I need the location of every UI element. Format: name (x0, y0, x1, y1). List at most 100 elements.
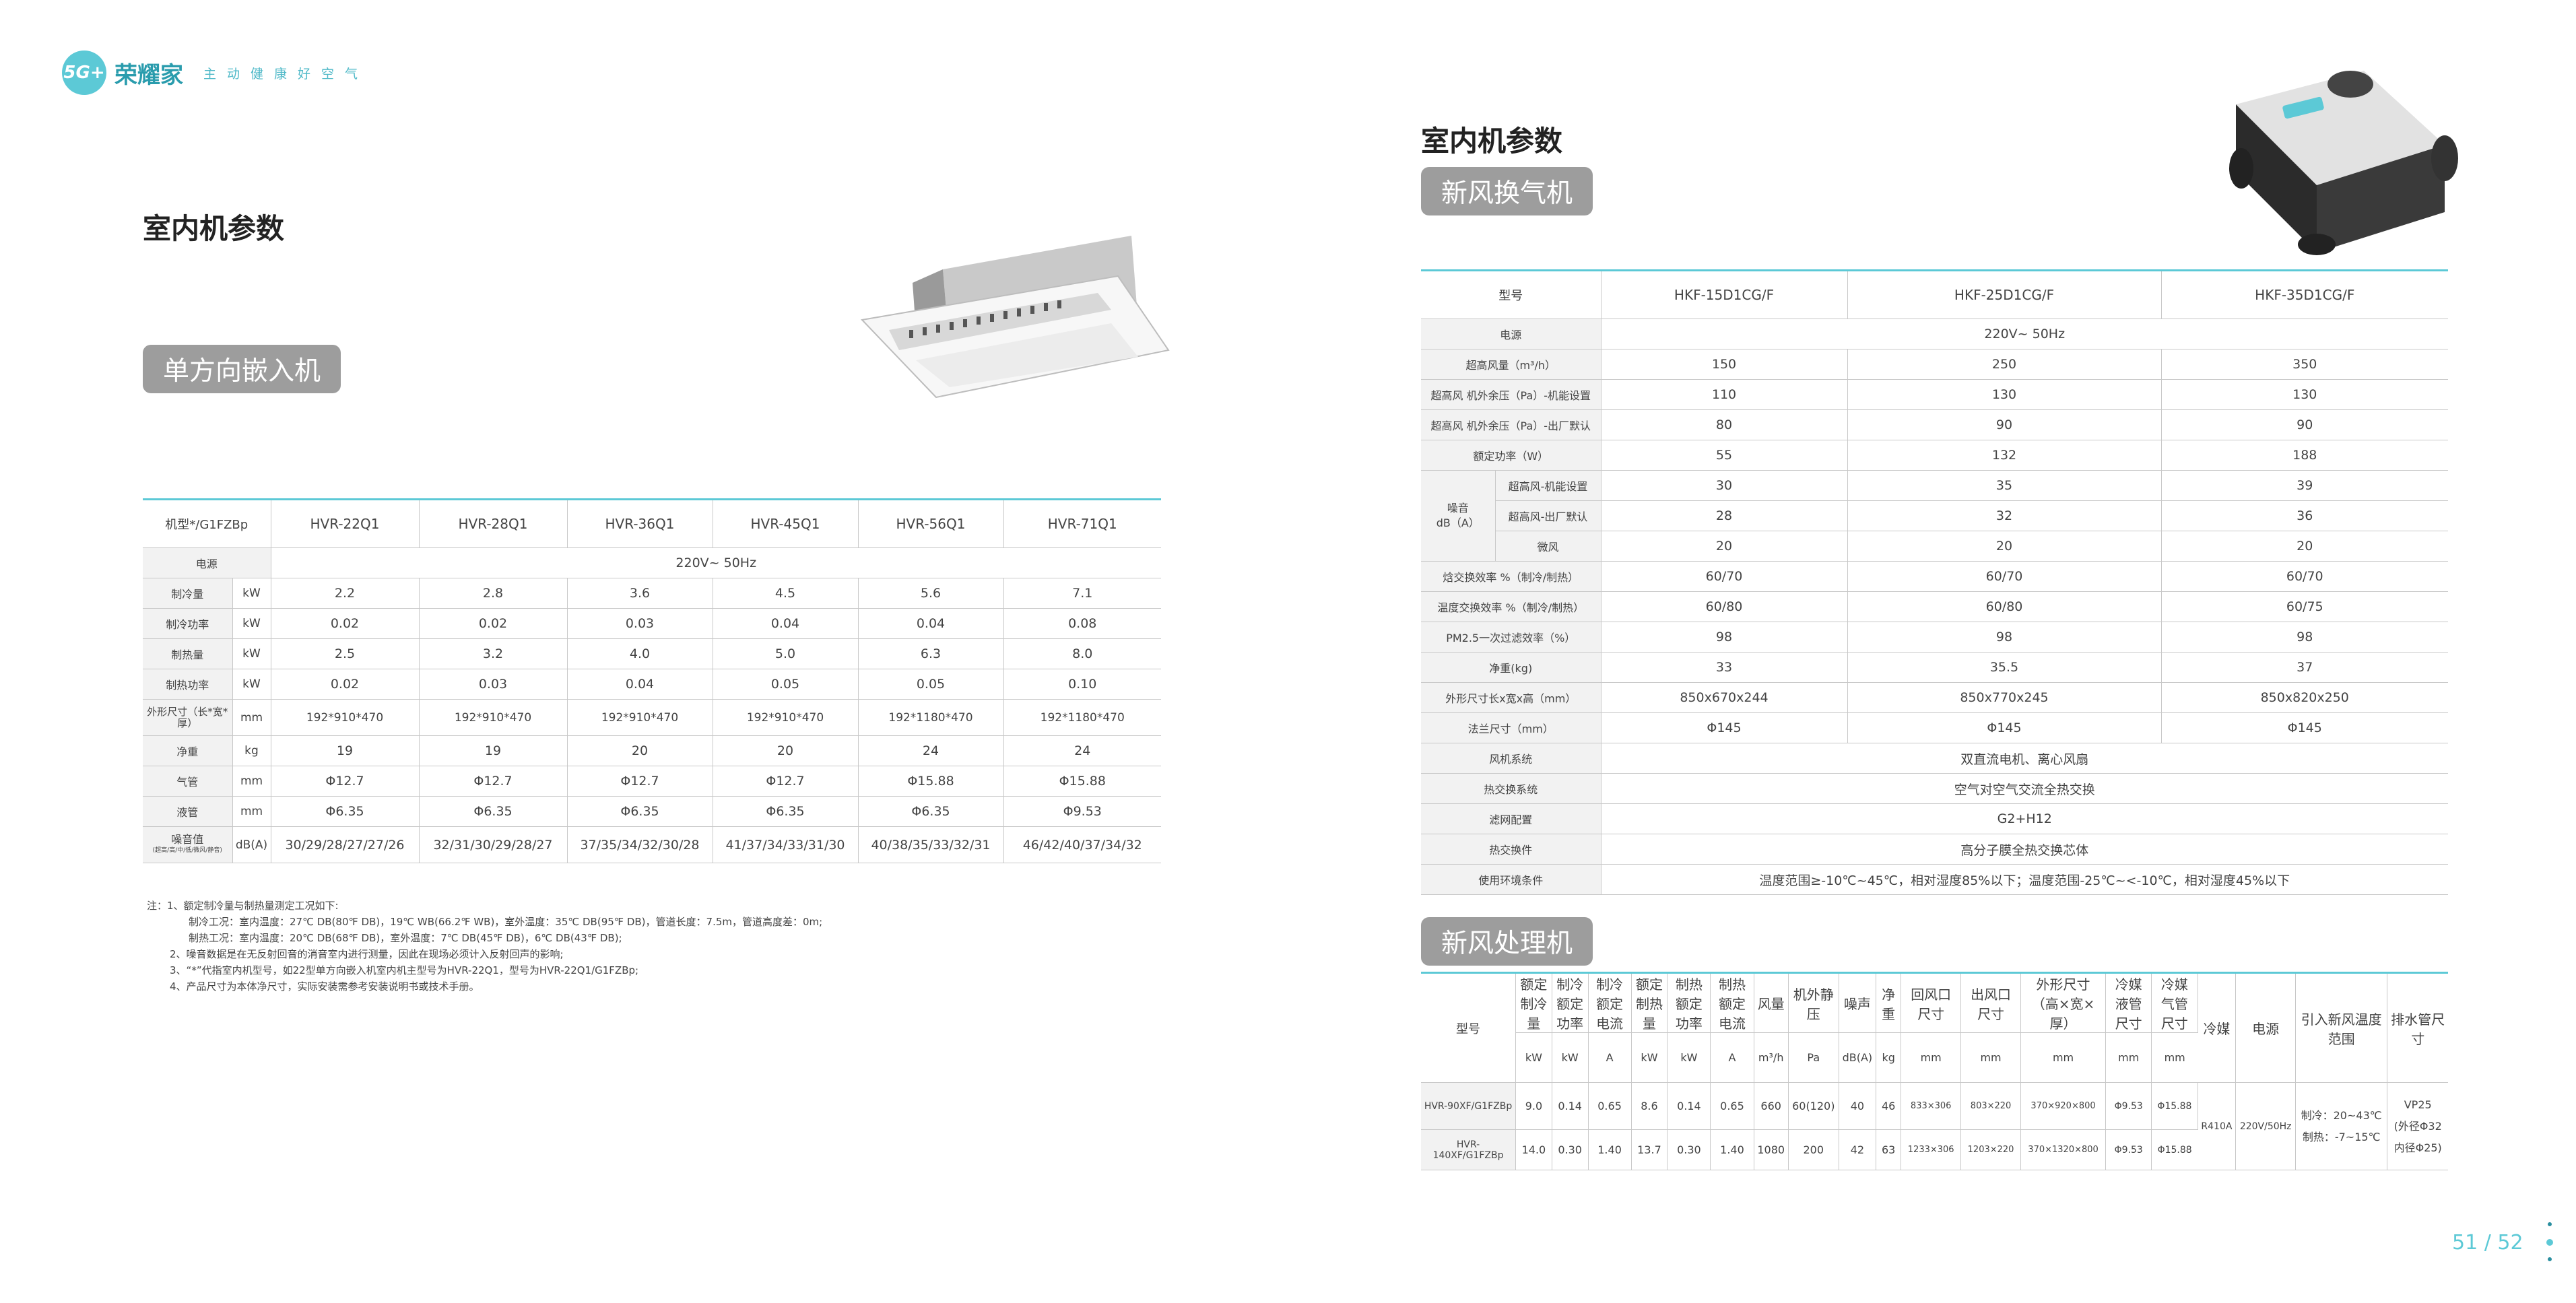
cell: 98 (2161, 622, 2448, 653)
header-cell: 制冷额定电流 (1588, 972, 1632, 1033)
header-cell: HVR-36Q1 (567, 498, 713, 548)
cell: Φ15.88 (2151, 1129, 2198, 1170)
header-cell: 冷媒液管尺寸 (2105, 972, 2152, 1033)
cell: 0.14 (1552, 1082, 1589, 1130)
model-cell: HVR-90XF/G1FZBp (1421, 1082, 1517, 1130)
header-cell: 冷媒气管尺寸 (2151, 972, 2198, 1033)
temp-heat: 制热：-7~15℃ (2302, 1130, 2381, 1143)
cell: 0.08 (1003, 608, 1161, 639)
brand-logo: 5G+ 荣耀家 主动健康好空气 (62, 51, 368, 95)
unit-cell: kW (1631, 1032, 1668, 1083)
cell: 1233×306 (1901, 1129, 1962, 1170)
header-cell: 外形尺寸（高×宽×厚） (2020, 972, 2107, 1033)
table-row: 噪音值 (超高/高/中/低/微风/静音) dB(A) 30/29/28/27/2… (143, 826, 1161, 863)
unit-cell: m³/h (1754, 1032, 1789, 1083)
cell: 350 (2161, 349, 2448, 380)
cell: 200 (1788, 1129, 1839, 1170)
cell: 3.6 (567, 578, 713, 609)
cell: 20 (1601, 531, 1848, 562)
cell: 33 (1601, 652, 1848, 683)
cell: G2+H12 (1601, 803, 2448, 834)
cell: Φ12.7 (271, 766, 420, 797)
table-row: HVR-140XF/G1FZBp 14.0 0.30 1.40 13.7 0.3… (1421, 1129, 2448, 1170)
drain-line: (外径Φ32 (2393, 1119, 2442, 1133)
header-cell: 制热额定电流 (1710, 972, 1754, 1033)
cell: 0.04 (713, 608, 859, 639)
table-row: 使用环境条件 温度范围≥-10℃~45℃，相对湿度85%以下；温度范围-25℃~… (1421, 864, 2448, 895)
cell: 3.2 (419, 638, 568, 669)
row-unit: kW (232, 638, 271, 669)
row-unit: kW (232, 608, 271, 639)
header-cell: 回风口尺寸 (1901, 972, 1962, 1033)
cell: 6.3 (858, 638, 1004, 669)
cell: Φ15.88 (858, 766, 1004, 797)
cassette-unit-image (860, 236, 1170, 399)
cell: 1203×220 (1960, 1129, 2021, 1170)
header-cell: HKF-25D1CG/F (1847, 269, 2162, 319)
table-row: 液管 mm Φ6.35 Φ6.35 Φ6.35 Φ6.35 Φ6.35 Φ9.5… (143, 796, 1161, 827)
header-cell: 机外静压 (1788, 972, 1839, 1033)
header-cell: 出风口尺寸 (1960, 972, 2021, 1033)
header-cell: HVR-71Q1 (1003, 498, 1161, 548)
table-row: 噪音 dB（A） 超高风-机能设置 30 35 39 (1421, 470, 2448, 562)
note-line: 制冷工况：室内温度：27℃ DB(80℉ DB)，19℃ WB(66.2℉ WB… (189, 916, 823, 928)
row-label: 净重(kg) (1421, 652, 1601, 683)
cell: Φ12.7 (567, 766, 713, 797)
header-cell: 冷媒 (2198, 972, 2237, 1083)
cell: 13.7 (1631, 1129, 1668, 1170)
cell: 46 (1876, 1082, 1902, 1130)
cell: 150 (1601, 349, 1848, 380)
row-label: 使用环境条件 (1421, 864, 1601, 895)
table-row: 滤网配置 G2+H12 (1421, 803, 2448, 834)
cell: 60/70 (2161, 561, 2448, 592)
cell: 8.6 (1631, 1082, 1668, 1130)
cell: 850x670x244 (1601, 682, 1848, 713)
cell: 36 (2161, 500, 2448, 531)
header-cell: 型号 (1421, 269, 1601, 319)
cell: Φ6.35 (713, 796, 859, 827)
header-cell: HVR-28Q1 (419, 498, 568, 548)
cell: 9.0 (1515, 1082, 1552, 1130)
header-cell: 净重 (1876, 972, 1902, 1033)
cell: 0.04 (567, 669, 713, 700)
header-cell: 型号 (1421, 972, 1517, 1083)
row-label: 制热量 (143, 638, 233, 669)
cell: 833×306 (1901, 1082, 1962, 1130)
unit-cell: Pa (1788, 1032, 1839, 1083)
cell: 20 (713, 735, 859, 766)
table-header-row: 机型*/G1FZBp HVR-22Q1 HVR-28Q1 HVR-36Q1 HV… (143, 498, 1161, 548)
cell: 8.0 (1003, 638, 1161, 669)
cell: Φ15.88 (1003, 766, 1161, 797)
cell: 37/35/34/32/30/28 (567, 826, 713, 863)
cell: 20 (567, 735, 713, 766)
header-cell: HVR-56Q1 (858, 498, 1004, 548)
cell: Φ6.35 (419, 796, 568, 827)
erv-unit-image (2229, 71, 2458, 255)
page-dot (2548, 1257, 2552, 1261)
unit-cell: mm (1901, 1032, 1962, 1083)
row-unit: dB(A) (232, 826, 271, 863)
cell: 60/80 (1847, 591, 2162, 622)
cell: 5.6 (858, 578, 1004, 609)
cell: 温度范围≥-10℃~45℃，相对湿度85%以下；温度范围-25℃~<-10℃，相… (1601, 864, 2448, 895)
erv-spec-table: 型号 HKF-15D1CG/F HKF-25D1CG/F HKF-35D1CG/… (1421, 269, 2448, 895)
row-label: 热交换件 (1421, 834, 1601, 865)
cell: 803×220 (1960, 1082, 2021, 1130)
table-row: 净重 kg 19 19 20 20 24 24 (143, 735, 1161, 766)
page-indicator: 51 / 52 (2452, 1231, 2523, 1255)
cell: 90 (2161, 409, 2448, 440)
cell: 0.03 (419, 669, 568, 700)
table-row: 制冷功率 kW 0.02 0.02 0.03 0.04 0.04 0.08 (143, 608, 1161, 639)
row-unit: mm (232, 766, 271, 797)
note-line: 4、产品尺寸为本体净尺寸，实际安装需参考安装说明书或技术手册。 (170, 980, 480, 993)
table-row: 电源 220V~ 50Hz (143, 547, 1161, 578)
cell: 41/37/34/33/31/30 (713, 826, 859, 863)
header-cell: 制冷额定功率 (1552, 972, 1589, 1033)
cell: 1.40 (1710, 1129, 1754, 1170)
units-row: kW kW A kW kW A m³/h Pa dB(A) kg mm mm m… (1421, 1032, 2448, 1083)
header-cell: HKF-15D1CG/F (1601, 269, 1848, 319)
cell: 0.02 (271, 608, 420, 639)
cell: 0.04 (858, 608, 1004, 639)
left-page-title: 室内机参数 (143, 212, 285, 245)
cell: 19 (419, 735, 568, 766)
